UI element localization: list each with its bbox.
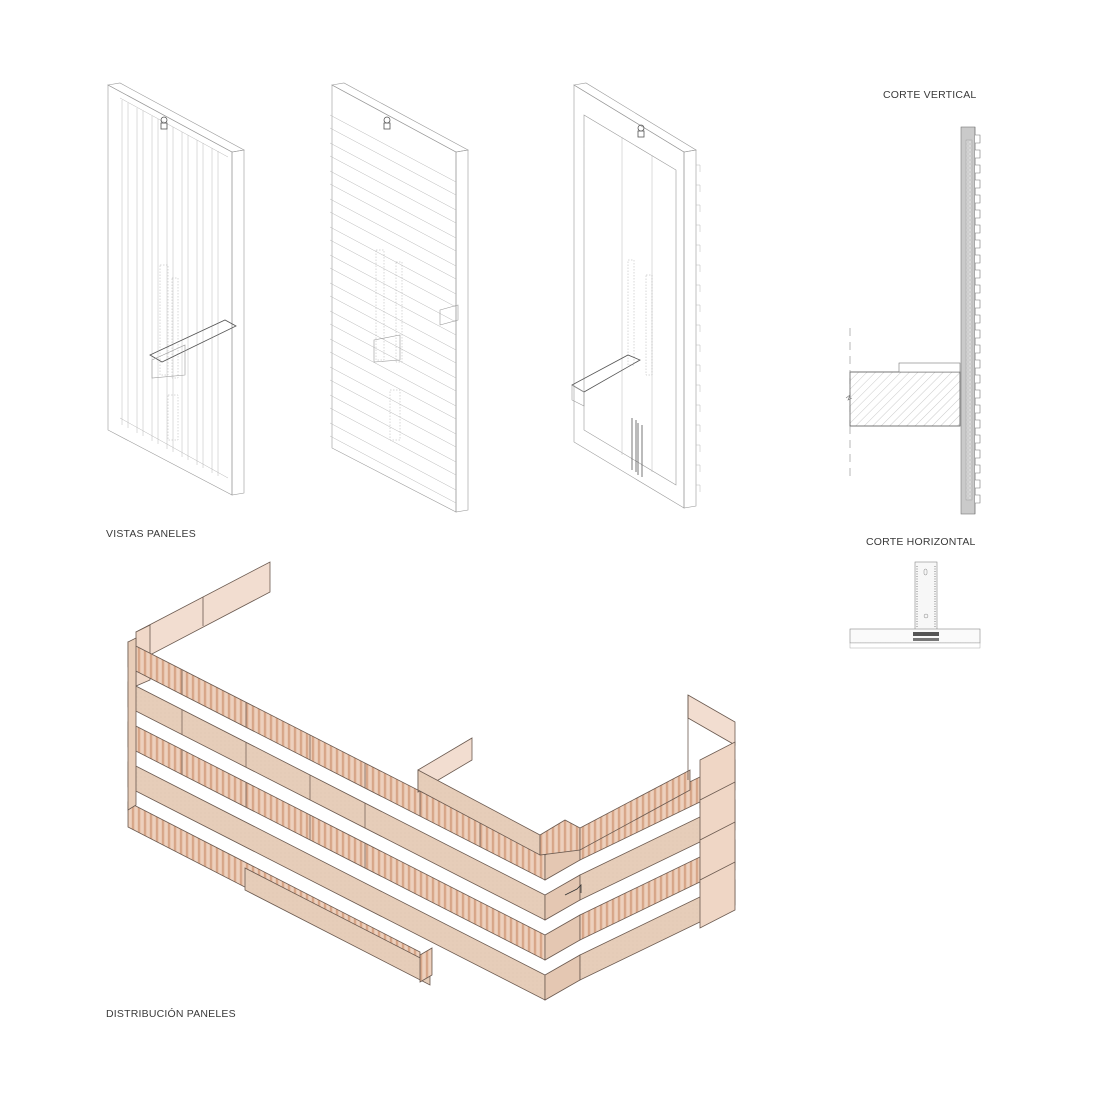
panel-view-horizontal-ribs — [329, 82, 469, 513]
panel-view-rear-frame — [571, 82, 701, 509]
distribution-axonometric — [127, 561, 736, 1001]
label-distribucion-paneles: DISTRIBUCIÓN PANELES — [106, 1008, 236, 1020]
label-vistas-paneles: VISTAS PANELES — [106, 528, 196, 540]
panel-view-vertical-ribs — [107, 82, 245, 496]
section-horizontal — [849, 561, 981, 649]
label-corte-vertical: CORTE VERTICAL — [883, 89, 977, 101]
label-corte-horizontal: CORTE HORIZONTAL — [866, 536, 976, 548]
section-vertical — [845, 126, 981, 515]
